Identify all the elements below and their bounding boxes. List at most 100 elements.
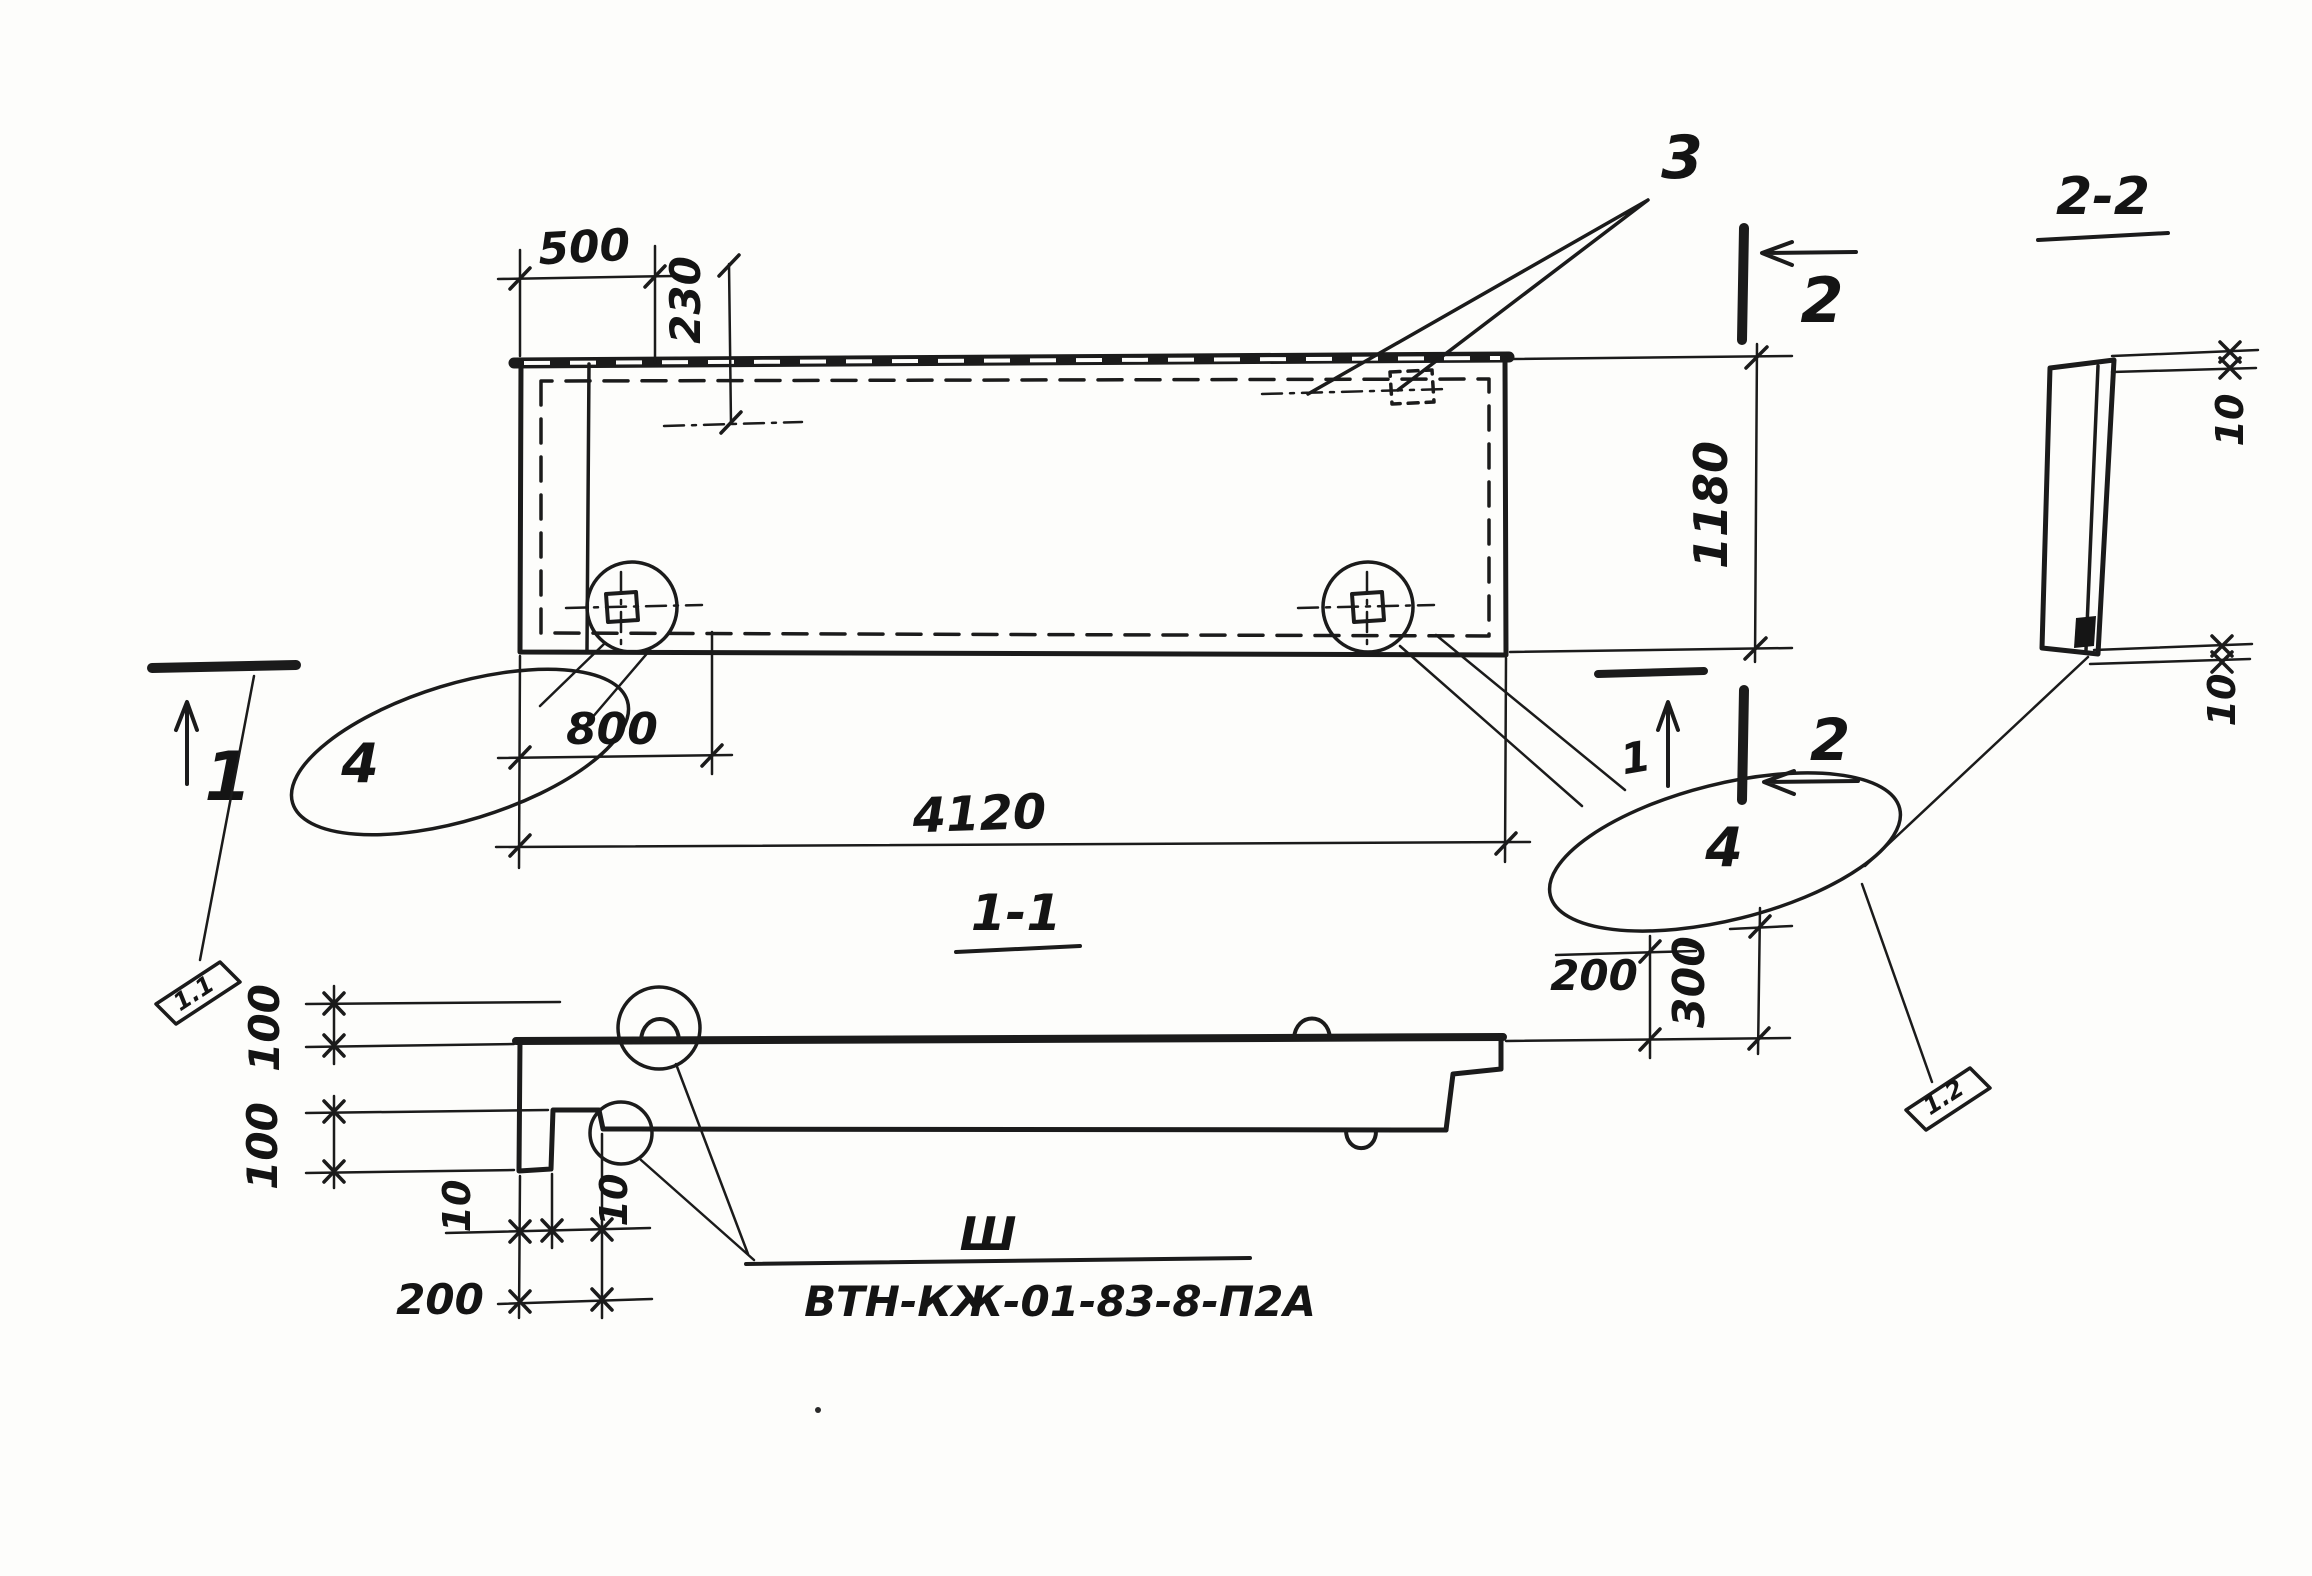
dim-230-ticks bbox=[717, 253, 743, 435]
dim-4120-line bbox=[494, 840, 1532, 849]
dim-4120-ticks bbox=[508, 831, 1518, 858]
bottom-hook bbox=[1344, 1128, 1378, 1150]
marker-1-2-flag bbox=[1904, 1066, 1992, 1132]
dim-100bot-extensions bbox=[304, 1108, 550, 1175]
detail-4-left-neck bbox=[538, 642, 652, 728]
dim-100top-label: 100 bbox=[240, 984, 289, 1072]
dim-22-10bot-ticks bbox=[2210, 634, 2234, 674]
dim-300-label: 300 bbox=[1664, 936, 1715, 1028]
callout-3-leaders bbox=[1306, 198, 1650, 396]
cut-2-bottom-label: 2 bbox=[1810, 706, 1850, 774]
section-1-1-title: 1-1 bbox=[971, 884, 1061, 942]
section-2-2-title: 2-2 bbox=[2056, 167, 2150, 227]
dim-300-ticks bbox=[1747, 914, 1772, 1051]
dim-bottom-extensions bbox=[517, 1132, 604, 1320]
detail-circle-lower bbox=[588, 1100, 654, 1166]
lifting-loop-left bbox=[639, 1017, 681, 1042]
embed-3-axis bbox=[1260, 387, 1450, 396]
detail-4-right-lasso bbox=[1547, 771, 1903, 933]
marker-1-2-label: 1.2 bbox=[1918, 1074, 1969, 1121]
dim-22-10top-label: 10 bbox=[2208, 394, 2252, 447]
detail-circle-upper bbox=[616, 985, 702, 1071]
callout-3-label: 3 bbox=[1661, 123, 1703, 193]
marker-1-1-label: 1.1 bbox=[168, 970, 219, 1017]
dim-1180-ticks bbox=[1743, 345, 1769, 661]
plan-outline bbox=[517, 356, 1509, 658]
dim-100bot-ticks bbox=[322, 1099, 346, 1184]
dim-800-ticks bbox=[508, 743, 724, 770]
dim-500-line bbox=[496, 274, 676, 281]
profile-left-and-bottom bbox=[516, 1038, 1449, 1174]
scan-speck bbox=[815, 1407, 821, 1413]
dim-200bl-label: 200 bbox=[396, 1275, 484, 1324]
dim-22-10bot-label: 10 bbox=[2200, 674, 2244, 727]
dim-4120-extension bbox=[1503, 656, 1508, 864]
plan-top-edge-hatch bbox=[523, 356, 1501, 365]
cut-1-left-label: 1 bbox=[204, 738, 251, 817]
cut-2-bottom-arrow bbox=[1762, 769, 1860, 796]
cut-1-right-mark bbox=[1594, 667, 1708, 678]
anchor-plate-right bbox=[1350, 590, 1386, 624]
dim-230-axis bbox=[662, 420, 804, 428]
section-2-2-underline bbox=[2036, 231, 2170, 242]
anchor-plate-right-axis bbox=[1296, 570, 1436, 647]
profile-right-end bbox=[1443, 1037, 1504, 1133]
dim-100top-extensions bbox=[304, 1000, 562, 1049]
detail-4-left-lasso bbox=[289, 667, 631, 837]
section-1-1: 1-1 Ш ВТН-КЖ-01-83-8-П2А 100 100 10 10 bbox=[238, 884, 1794, 1326]
section-2-2-leader bbox=[1863, 655, 2090, 868]
dim-230-label: 230 bbox=[661, 256, 710, 344]
position-label: Ш bbox=[960, 1207, 1017, 1261]
dim-1180-label: 1180 bbox=[1684, 441, 1738, 569]
cut-2-bottom-mark bbox=[1737, 685, 1749, 805]
dim-500-extensions bbox=[518, 244, 657, 364]
profile-top-edge bbox=[512, 1033, 1507, 1045]
dim-1180-extensions bbox=[1508, 354, 1794, 654]
dim-800-label: 800 bbox=[566, 704, 658, 755]
detail-4-left-circle bbox=[585, 560, 679, 654]
dim-200r-ticks bbox=[1638, 939, 1662, 1052]
dim-200r-label: 200 bbox=[1550, 951, 1638, 1000]
anchor-plate-left bbox=[604, 590, 640, 624]
view-markers: 1.1 1.2 bbox=[154, 674, 1992, 1132]
detail-4-right-circle bbox=[1321, 560, 1415, 654]
detail-leaders bbox=[639, 1062, 756, 1262]
dim-4120-label: 4120 bbox=[911, 784, 1047, 845]
marker-1-2-leader bbox=[1860, 882, 1934, 1084]
plan-dimensions: 500 230 1180 800 4120 bbox=[494, 220, 1794, 870]
cut-2-top-mark bbox=[1737, 223, 1749, 345]
dim-500-ticks bbox=[508, 264, 667, 291]
dim-300-line bbox=[1756, 906, 1762, 1056]
section-2-2: 2-2 10 10 bbox=[1863, 167, 2260, 868]
dim-10s-line bbox=[444, 1226, 652, 1235]
dim-10s-ticks bbox=[508, 1217, 614, 1244]
plan-inner-dashed-outline bbox=[539, 377, 1491, 638]
cut-1-left-mark bbox=[147, 660, 301, 673]
dim-800-extensions bbox=[517, 630, 714, 870]
detail-4-right-neck bbox=[1398, 633, 1627, 808]
section-2-2-inner-line bbox=[2084, 364, 2100, 652]
embed-3-plate bbox=[1388, 368, 1436, 406]
dim-10left-label: 10 bbox=[435, 1180, 479, 1233]
dim-100top-ticks bbox=[322, 991, 346, 1058]
dim-500-label: 500 bbox=[537, 220, 631, 276]
dim-100bot-label: 100 bbox=[238, 1102, 287, 1190]
cut-2-top-label: 2 bbox=[1800, 264, 1843, 337]
lifting-loop-right bbox=[1292, 1016, 1332, 1040]
leader-shelf bbox=[744, 1256, 1252, 1266]
cut-1-left-arrow bbox=[174, 700, 199, 786]
dim-200bl-ticks bbox=[508, 1287, 614, 1314]
section-1-1-underline bbox=[954, 944, 1082, 954]
anchor-plate-left-axis bbox=[564, 570, 704, 647]
dim-800-line bbox=[496, 753, 734, 760]
marker-1-1-flag bbox=[154, 960, 242, 1026]
cut-1-right-label: 1 bbox=[1617, 731, 1654, 784]
callout-4-left-label: 4 bbox=[340, 732, 379, 795]
plan-view: 4 4 bbox=[289, 351, 1903, 933]
cut-2-top-arrow bbox=[1760, 240, 1858, 267]
section-2-2-outline bbox=[2039, 357, 2117, 657]
dim-230-line bbox=[727, 262, 733, 426]
cut-marks: 1 1 2 2 3 bbox=[147, 123, 1860, 817]
